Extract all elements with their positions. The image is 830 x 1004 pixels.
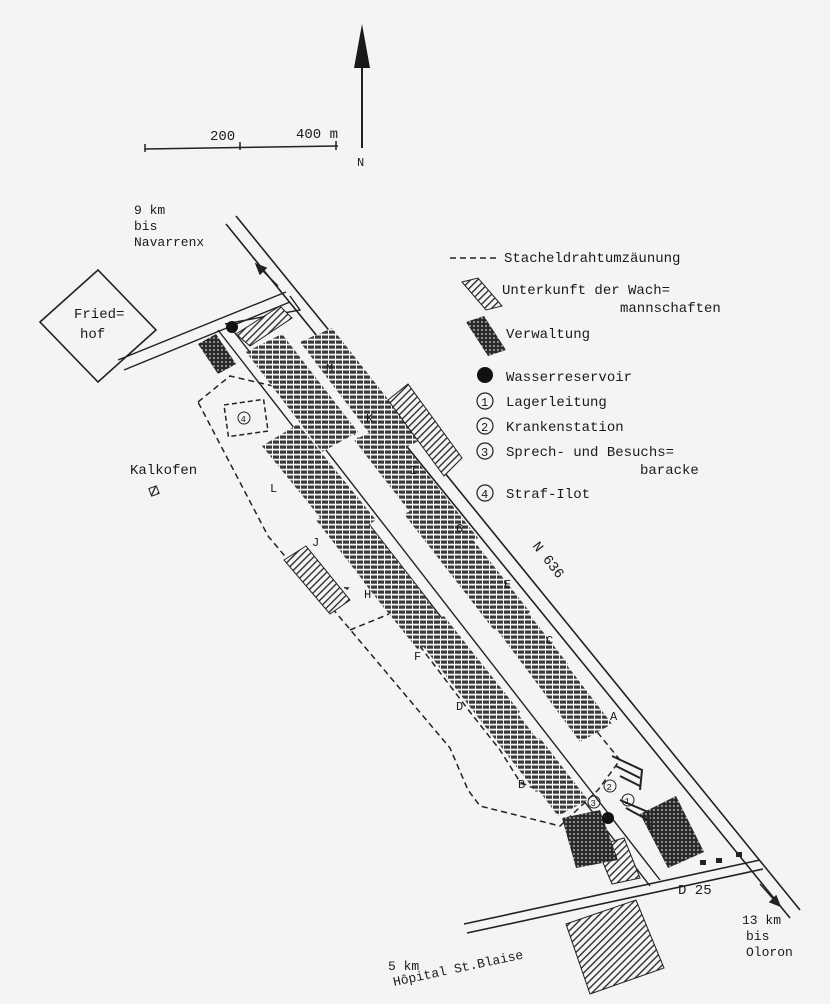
arrow-navarrenx	[254, 262, 279, 287]
kalkofen-icon	[148, 485, 160, 497]
block-label-h: H	[364, 588, 371, 602]
svg-text:3: 3	[481, 446, 488, 460]
oloron-bis: bis	[746, 929, 769, 944]
block-label-f: F	[414, 650, 421, 664]
block-label-g: G	[456, 522, 463, 536]
water-reservoir-south	[602, 812, 614, 824]
barracks-block-c	[508, 630, 612, 742]
map-marker-1: 1	[621, 793, 635, 807]
map-marker-3: 3	[587, 795, 601, 809]
svg-text:3: 3	[591, 799, 596, 809]
svg-text:2: 2	[481, 421, 488, 435]
friedhof-label-2: hof	[80, 327, 105, 343]
legend-water-swatch	[477, 367, 493, 383]
block-label-l: L	[270, 482, 277, 496]
road-label-d25: D 25	[678, 883, 712, 899]
oloron-name: Oloron	[746, 945, 793, 960]
admin-south-west	[562, 810, 618, 868]
block-label-i: I	[410, 464, 417, 478]
water-reservoir-north	[226, 321, 238, 333]
legend-guards-label-2: mannschaften	[620, 301, 721, 317]
administration	[198, 334, 704, 868]
navarrenx-bis: bis	[134, 219, 157, 234]
admin-south-east	[640, 796, 704, 868]
north-label: N	[357, 156, 364, 170]
legend-baracke: baracke	[640, 463, 699, 479]
legend-item-1: 1 Lagerleitung	[476, 392, 607, 411]
arrow-oloron	[759, 883, 782, 908]
block-label-k: K	[366, 412, 374, 426]
legend-straf-ilot: Straf-Ilot	[506, 487, 590, 503]
lagerleitung-buildings	[611, 755, 651, 831]
legend: Stacheldrahtumzäunung Unterkunft der Wac…	[450, 251, 721, 503]
friedhof-label-1: Fried=	[74, 307, 124, 323]
barracks-block-k	[300, 328, 420, 458]
legend-water-label: Wasserreservoir	[506, 370, 632, 386]
kalkofen-label: Kalkofen	[130, 463, 197, 479]
oloron-distance: 13 km	[742, 913, 781, 928]
svg-text:2: 2	[607, 783, 612, 793]
svg-text:4: 4	[481, 488, 488, 502]
legend-admin-label: Verwaltung	[506, 327, 590, 343]
barrack-blocks	[246, 328, 612, 816]
legend-item-2: 2 Krankenstation	[476, 417, 624, 436]
straf-ilot-enclosure	[223, 398, 269, 438]
legend-item-3: 3 Sprech- und Besuchs= baracke	[476, 442, 699, 479]
barracks-block-m	[246, 334, 358, 452]
legend-admin-swatch	[466, 316, 506, 356]
friedhof-outline	[38, 268, 158, 384]
guard-quarters-west	[283, 545, 351, 615]
scale-label-200: 200	[210, 129, 235, 145]
road-d25	[463, 859, 764, 934]
north-arrow: N	[354, 24, 370, 170]
block-label-e: E	[504, 578, 511, 592]
block-label-m: M	[326, 362, 333, 376]
map-marker-4: 4	[237, 411, 251, 425]
scale-bar: 200 400 m	[144, 127, 338, 152]
scale-label-400: 400 m	[296, 127, 338, 143]
small-building-3	[736, 852, 742, 857]
barracks-block-b	[510, 738, 588, 816]
legend-guards-label-1: Unterkunft der Wach=	[502, 283, 670, 299]
small-building-1	[700, 860, 706, 865]
guard-quarters-south	[565, 899, 665, 995]
legend-guards-swatch	[461, 277, 503, 311]
legend-item-4: 4 Straf-Ilot	[476, 484, 590, 503]
legend-lagerleitung: Lagerleitung	[506, 395, 607, 411]
legend-sprech-besuchs: Sprech- und Besuchs=	[506, 445, 674, 461]
small-building-2	[716, 858, 722, 863]
legend-fence-label: Stacheldrahtumzäunung	[504, 251, 680, 267]
road-label-n636: N 636	[528, 539, 566, 582]
svg-text:1: 1	[481, 396, 488, 410]
legend-krankenstation: Krankenstation	[506, 420, 624, 436]
road-friedhof	[117, 291, 302, 371]
svg-text:4: 4	[241, 415, 246, 425]
block-label-a: A	[610, 710, 618, 724]
block-label-j: J	[312, 536, 319, 550]
map-marker-2: 2	[603, 779, 617, 793]
guard-quarters-east	[387, 383, 463, 477]
block-label-b: B	[518, 778, 525, 792]
guard-quarters-top	[235, 305, 293, 347]
block-label-c: C	[546, 634, 553, 648]
navarrenx-distance: 9 km	[134, 203, 165, 218]
block-labels: M K L I J G H E F C D A B	[270, 362, 618, 792]
admin-top	[198, 334, 236, 374]
svg-text:1: 1	[625, 797, 630, 807]
block-label-d: D	[456, 700, 463, 714]
navarrenx-name: Navarrenx	[134, 235, 204, 250]
guard-quarters	[235, 305, 665, 995]
hopital-distance: 5 km	[388, 959, 419, 974]
